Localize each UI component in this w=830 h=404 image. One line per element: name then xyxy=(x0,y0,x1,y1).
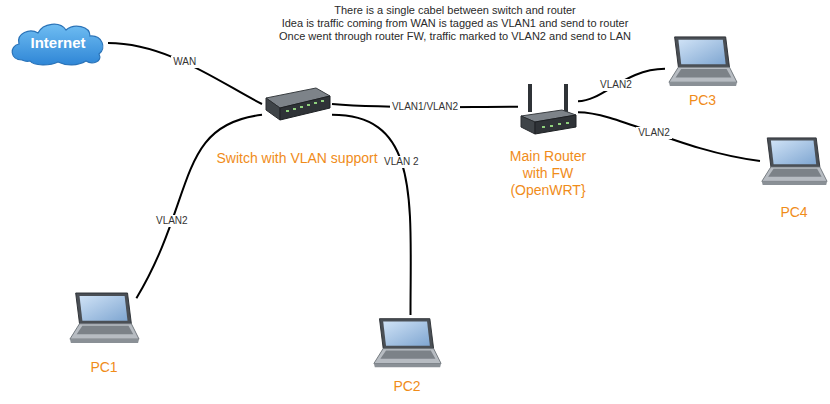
pc-node: PC1 xyxy=(68,290,140,345)
switch-node: Switch with VLAN support xyxy=(262,86,332,122)
cloud-outline xyxy=(12,24,103,65)
laptop-icon xyxy=(762,138,827,185)
router-node: Main Router with FW (OpenWRT} xyxy=(518,82,578,137)
vlan-label: VLAN1/VLAN2 xyxy=(390,101,460,113)
device-label: Main Router with FW (OpenWRT} xyxy=(496,148,600,199)
note-text: Once went through router FW, traffic mar… xyxy=(277,30,633,43)
pc-node: PC3 xyxy=(665,35,740,87)
note-text: There is a single cabel between switch a… xyxy=(332,4,578,17)
cloud-label: Internet xyxy=(30,34,85,52)
note-text: Idea is traffic coming from WAN is tagge… xyxy=(280,17,631,30)
network-cable xyxy=(332,115,411,315)
pc-node: PC4 xyxy=(760,132,828,190)
network-cable xyxy=(578,112,760,161)
network-cable xyxy=(136,115,262,298)
laptop-icon xyxy=(669,37,737,86)
vlan-label: VLAN2 xyxy=(636,127,672,139)
pc-node: PC2 xyxy=(372,315,442,370)
network-cable xyxy=(108,43,262,104)
pc-label: PC1 xyxy=(88,359,119,376)
vlan-label: VLAN2 xyxy=(598,79,634,91)
pc-label: PC4 xyxy=(778,204,809,221)
device-label: Switch with VLAN support xyxy=(214,150,379,167)
router-icon xyxy=(521,84,576,134)
vlan-label: WAN xyxy=(171,56,198,68)
pc-label: PC2 xyxy=(391,378,422,395)
network-cable xyxy=(578,69,665,101)
switch-icon xyxy=(266,88,330,120)
vlan-label: VLAN2 xyxy=(154,215,190,227)
laptop-icon xyxy=(374,319,441,368)
cloud-node: Internet xyxy=(8,20,108,66)
laptop-icon xyxy=(70,293,139,343)
vlan-label: VLAN 2 xyxy=(382,156,420,168)
pc-label: PC3 xyxy=(687,92,718,109)
